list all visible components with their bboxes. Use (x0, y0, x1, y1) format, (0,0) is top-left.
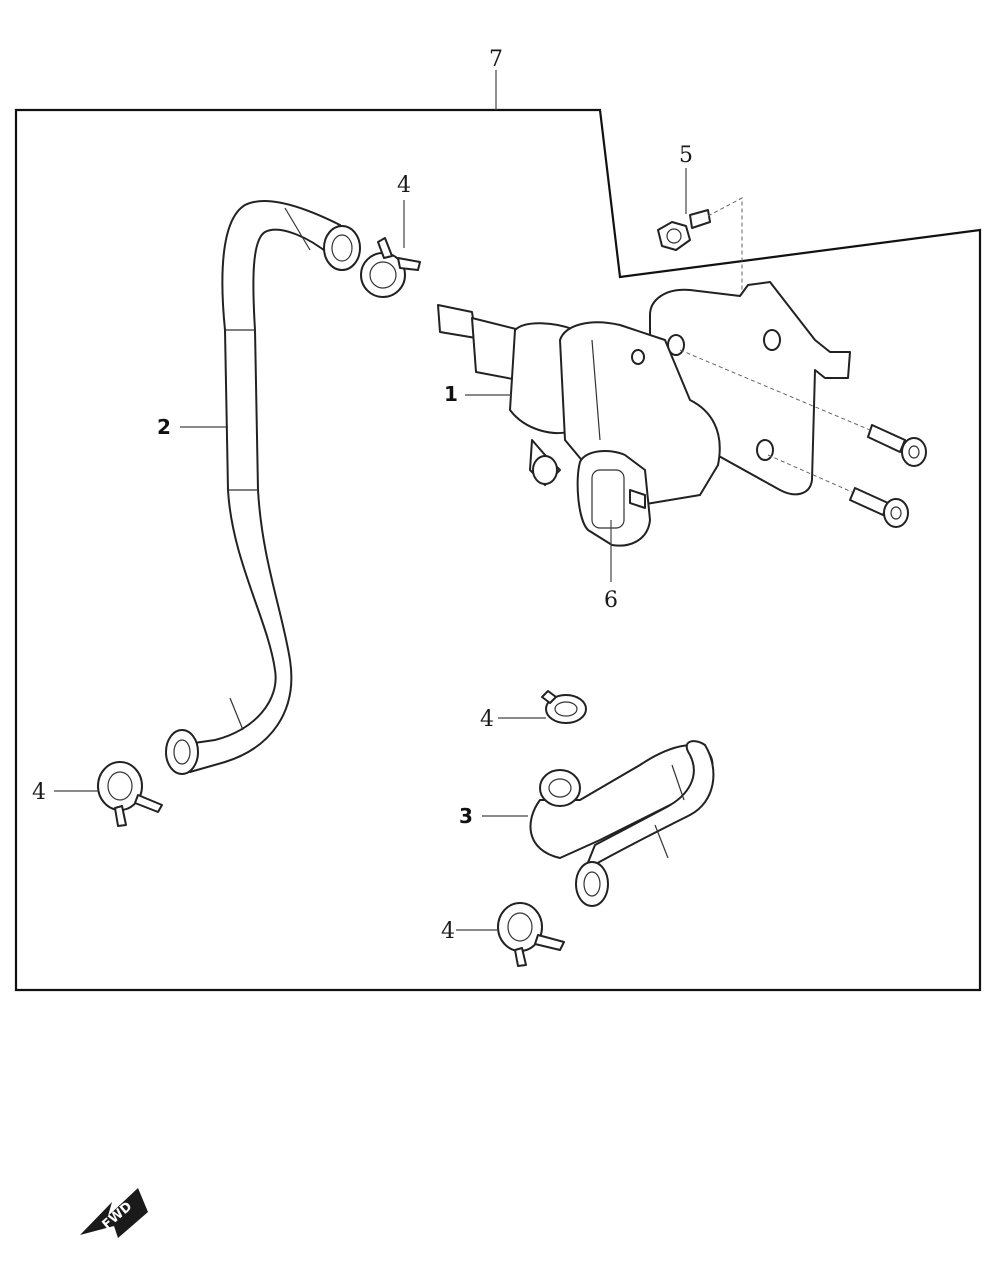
electrical-connector (576, 449, 651, 547)
screw-upper (867, 424, 927, 467)
screw-lower (849, 487, 909, 528)
clamp-left (97, 761, 163, 827)
bolt-top (657, 209, 711, 251)
callout-5: 5 (679, 143, 693, 168)
callout-2: 2 (157, 415, 171, 439)
callout-7: 7 (489, 47, 503, 72)
clamp-top (360, 237, 421, 298)
callout-4-bottom: 4 (441, 919, 455, 944)
callout-4-top: 4 (397, 173, 411, 198)
clamp-mid (541, 690, 587, 724)
callout-4-left: 4 (32, 780, 46, 805)
hose-long (165, 200, 361, 775)
assembly-frame (14, 108, 982, 992)
callout-6: 6 (604, 588, 618, 613)
callout-3: 3 (459, 804, 473, 828)
callout-1: 1 (444, 382, 458, 406)
hose-short (529, 740, 715, 907)
callout-4-mid: 4 (480, 707, 494, 732)
forward-direction-arrow-icon: FWD (80, 1188, 148, 1238)
clamp-bottom (497, 902, 565, 967)
